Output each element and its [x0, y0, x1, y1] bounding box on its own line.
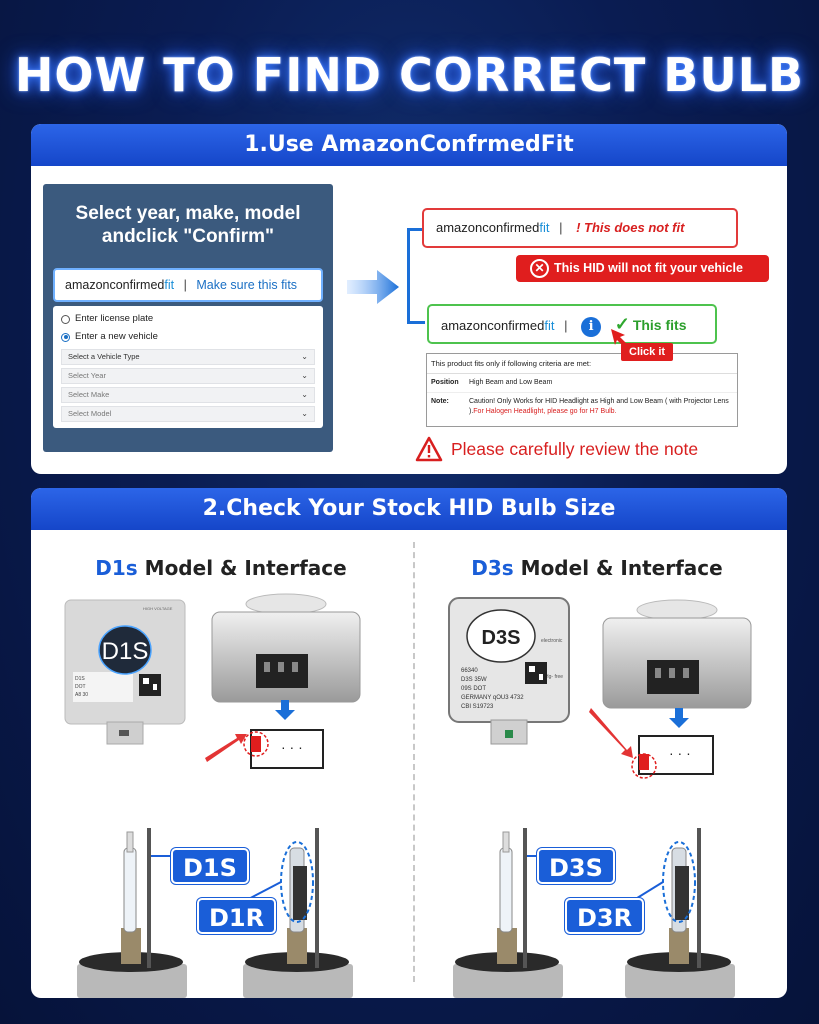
model-title-rest: Model & Interface — [513, 556, 723, 580]
label-line: DOT — [75, 684, 86, 690]
d3s-connector-image — [602, 599, 752, 709]
make-sure-fits-link[interactable]: Make sure this fits — [196, 278, 298, 292]
bulb-badge: D3S — [482, 627, 521, 649]
label-line: 66340 — [461, 668, 478, 674]
not-fit-warning-text: This HID will not fit your vehicle — [554, 261, 743, 275]
brand-amazon: amazon — [436, 220, 483, 235]
criteria-row: Position High Beam and Low Beam — [427, 374, 737, 393]
criteria-header: This product fits only if following crit… — [427, 354, 737, 374]
brand-confirmed: confirmed — [482, 220, 540, 235]
d1s-model-title: D1s Model & Interface — [41, 556, 401, 580]
pointer-arrow-icon — [611, 329, 627, 347]
select-label: Select Year — [68, 371, 106, 380]
criteria-key: Position — [431, 379, 459, 386]
section-header: 2.Check Your Stock HID Bulb Size — [31, 488, 787, 530]
label-line: CBI S19723 — [461, 704, 494, 710]
d1s-bulb-label-image: HIGH VOLTAGE D1S DOT A8 30 D1S — [64, 599, 186, 745]
not-fit-warning: ✕ This HID will not fit your vehicle — [516, 255, 769, 282]
criteria-warning: For Halogen Headlight, please go for H7 … — [473, 408, 617, 415]
fit-criteria-table: This product fits only if following crit… — [426, 353, 738, 427]
select-year[interactable]: Select Year ⌄ — [61, 368, 315, 384]
radio-license-plate[interactable]: Enter license plate — [61, 310, 315, 328]
d3s-pin-diagram: · · · — [589, 708, 714, 779]
brand-confirmed: confirmed — [109, 278, 165, 292]
chevron-down-icon: ⌄ — [301, 390, 308, 399]
label-line: GERMANY qOU3 4732 — [461, 695, 524, 701]
svg-text:HIGH VOLTAGE: HIGH VOLTAGE — [143, 606, 173, 611]
model-name: D3s — [471, 556, 514, 580]
finder-title: Select year, make, model andclick "Confi… — [75, 203, 301, 247]
page-title: HOW TO FIND CORRECT BULB — [14, 48, 805, 102]
chevron-down-icon: ⌄ — [301, 409, 308, 418]
d1r-tag: D1R — [197, 898, 277, 934]
section-header: 1.Use AmazonConfrmedFit — [31, 124, 787, 166]
bulb-badge: D1S — [102, 638, 149, 665]
close-circle-icon: ✕ — [530, 259, 549, 278]
label-side-text: electronic — [541, 638, 563, 644]
section-amazon-confirmed-fit: 1.Use AmazonConfrmedFit Select year, mak… — [31, 124, 787, 474]
bracket-connector — [407, 228, 425, 324]
label-line: D3S 35W — [461, 677, 487, 683]
label-hg-text: Hg- free — [545, 674, 563, 680]
d3r-tag: D3R — [565, 898, 645, 934]
chevron-down-icon: ⌄ — [301, 352, 308, 361]
model-title-rest: Model & Interface — [137, 556, 347, 580]
criteria-row: Note: Caution! Only Works for HID Headli… — [427, 393, 737, 421]
brand-amazon: amazon — [65, 278, 110, 292]
click-it-tag: Click it — [621, 343, 674, 361]
radio-new-vehicle[interactable]: Enter a new vehicle — [61, 328, 315, 346]
vehicle-finder-card: Select year, make, model andclick "Confi… — [43, 184, 333, 452]
criteria-value: Caution! Only Works for HID Headlight as… — [469, 398, 729, 415]
d3s-d3r-bulbs-image — [453, 828, 735, 998]
chevron-down-icon: ⌄ — [301, 371, 308, 380]
brand-amazon: amazon — [441, 318, 488, 333]
criteria-value: High Beam and Low Beam — [469, 379, 553, 386]
review-note: Please carefully review the note — [415, 434, 755, 464]
warning-triangle-icon — [415, 436, 443, 462]
d1s-connector-image — [211, 593, 361, 703]
d3s-bulb-label-image: D3S electronic Hg- free 66340 D3S 35W 09… — [448, 597, 570, 745]
review-note-text: Please carefully review the note — [451, 439, 699, 459]
label-line: A8 30 — [75, 692, 88, 698]
label-line: 09S DOT — [461, 686, 486, 692]
arrow-right-icon — [347, 270, 399, 304]
d3s-tag: D3S — [537, 848, 615, 884]
separator: | — [559, 220, 563, 235]
d1s-d1r-bulbs-image — [77, 828, 353, 998]
select-model[interactable]: Select Model ⌄ — [61, 406, 315, 422]
label-line: D1S — [75, 676, 85, 682]
radio-checked-icon[interactable] — [61, 332, 70, 342]
this-fits-text: This fits — [632, 317, 687, 333]
criteria-key: Note: — [431, 398, 449, 405]
column-divider — [413, 542, 415, 982]
brand-fit: fit — [539, 220, 550, 235]
does-not-fit-text: ! This does not fit — [576, 220, 685, 235]
svg-text:· · ·: · · · — [281, 739, 303, 755]
select-make[interactable]: Select Make ⌄ — [61, 387, 315, 403]
svg-text:· · ·: · · · — [669, 745, 691, 761]
amazon-confirmed-fit-bar[interactable]: amazonconfirmedfit | Make sure this fits — [53, 268, 323, 302]
radio-label: Enter a new vehicle — [75, 331, 158, 342]
this-fits-box: amazonconfirmedfit | i ✓This fits — [427, 304, 717, 344]
select-label: Select Model — [68, 409, 112, 418]
select-label: Select a Vehicle Type — [68, 352, 140, 361]
section-stock-bulb-size: 2.Check Your Stock HID Bulb Size D1s Mod… — [31, 488, 787, 998]
info-icon[interactable]: i — [581, 316, 602, 337]
d1s-tag: D1S — [171, 848, 249, 884]
separator: | — [183, 278, 187, 292]
brand-fit: fit — [544, 318, 555, 333]
radio-icon[interactable] — [61, 314, 70, 324]
d1s-pin-diagram: · · · — [205, 700, 324, 769]
model-name: D1s — [95, 556, 138, 580]
select-label: Select Make — [68, 390, 110, 399]
brand-confirmed: confirmed — [487, 318, 545, 333]
vehicle-form: Enter license plate Enter a new vehicle … — [53, 306, 323, 428]
select-vehicle-type[interactable]: Select a Vehicle Type ⌄ — [61, 349, 315, 365]
d3s-model-title: D3s Model & Interface — [417, 556, 777, 580]
check-icon: ✓ — [614, 314, 630, 334]
does-not-fit-box: amazonconfirmedfit | ! This does not fit — [422, 208, 738, 248]
separator: | — [564, 318, 568, 333]
radio-label: Enter license plate — [75, 313, 154, 324]
brand-fit: fit — [164, 278, 175, 292]
